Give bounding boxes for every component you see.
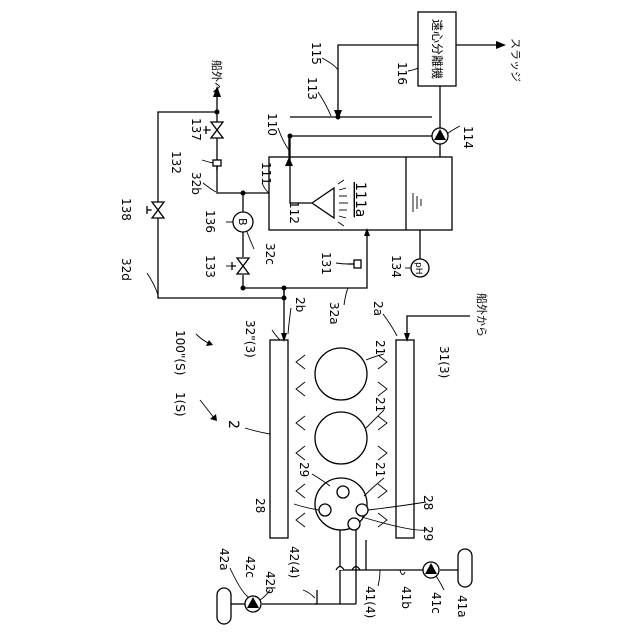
curl-arrow xyxy=(196,334,217,421)
label-41a: 41a xyxy=(455,595,469,618)
label-29-lower: 29 xyxy=(421,526,435,541)
label-112: 112 xyxy=(287,201,301,224)
pump-41c-icon xyxy=(423,562,439,578)
label-115: 115 xyxy=(309,42,323,65)
engine-plate-2a xyxy=(396,340,414,538)
label-21-top: 21 xyxy=(373,340,387,355)
label-32pp: 32"(3) xyxy=(243,320,257,358)
centrifuge-label: 遠心分離機 xyxy=(430,19,445,79)
spray-nozzle xyxy=(312,180,348,226)
label-41-4: 41(4) xyxy=(363,586,377,618)
tank-41a xyxy=(458,549,472,587)
piping xyxy=(158,45,496,604)
port-29-top xyxy=(337,486,349,498)
label-29-upper: 29 xyxy=(297,462,311,477)
label-41c: 41c xyxy=(429,592,443,614)
label-sludge: スラッジ xyxy=(509,38,522,82)
label-138: 138 xyxy=(119,198,133,221)
cylinder-2 xyxy=(315,412,367,464)
label-100S: 100"(S) xyxy=(173,330,187,375)
port-28-left xyxy=(319,504,331,516)
label-42c: 42c xyxy=(243,556,257,578)
flow-chevrons xyxy=(296,355,387,527)
label-133: 133 xyxy=(203,255,217,278)
label-to-outboard: 船外へ xyxy=(210,60,224,93)
port-28-right xyxy=(356,504,368,516)
label-2: 2 xyxy=(225,420,241,429)
label-28-right: 28 xyxy=(421,495,435,510)
label-110: 110 xyxy=(265,113,279,136)
label-32c: 32c xyxy=(263,243,277,265)
port-29-bottom xyxy=(348,518,360,530)
label-28-left: 28 xyxy=(253,498,267,513)
blower-symbol: B xyxy=(236,218,249,226)
label-137: 137 xyxy=(189,118,203,141)
sensor-131-icon xyxy=(348,260,361,268)
ph-symbol: pH xyxy=(413,262,423,274)
label-21-mid: 21 xyxy=(373,397,387,412)
reference-labels: スラッジ 船外へ 船外から 115 116 113 114 110 137 13… xyxy=(119,38,522,618)
centrifuge-unit: 遠心分離機 xyxy=(418,12,456,86)
ph-meter-icon: pH xyxy=(411,259,429,277)
label-42b: 42b xyxy=(263,571,277,594)
label-132: 132 xyxy=(169,151,183,174)
pump-114-icon xyxy=(432,128,448,144)
label-136: 136 xyxy=(203,210,217,233)
label-32d: 32d xyxy=(119,258,133,281)
label-111: 111 xyxy=(259,162,273,185)
tank-42a xyxy=(217,588,231,624)
valve-133-icon xyxy=(232,258,249,274)
blower-136-icon: B xyxy=(233,212,253,232)
label-2a: 2a xyxy=(371,301,385,316)
pump-42c-icon xyxy=(245,596,261,612)
label-134: 134 xyxy=(389,255,403,278)
label-113: 113 xyxy=(305,77,319,100)
label-21-bot: 21 xyxy=(373,462,387,477)
label-from-outboard: 船外から xyxy=(475,293,489,337)
cylinder-1 xyxy=(315,348,367,400)
label-114: 114 xyxy=(461,126,475,149)
label-111a: 111a xyxy=(352,182,368,217)
sensor-132-icon xyxy=(213,160,221,170)
label-42-4: 42(4) xyxy=(287,546,301,578)
engine-plate-2b xyxy=(270,340,288,538)
label-32b: 32b xyxy=(189,172,203,195)
label-32a: 32a xyxy=(327,302,341,325)
label-31: 31(3) xyxy=(437,346,451,378)
label-42a: 42a xyxy=(217,548,231,571)
label-1S: 1(S) xyxy=(173,392,187,417)
label-2b: 2b xyxy=(293,297,307,312)
label-41b: 41b xyxy=(399,586,413,609)
label-116: 116 xyxy=(395,62,409,85)
label-131: 131 xyxy=(319,252,333,275)
